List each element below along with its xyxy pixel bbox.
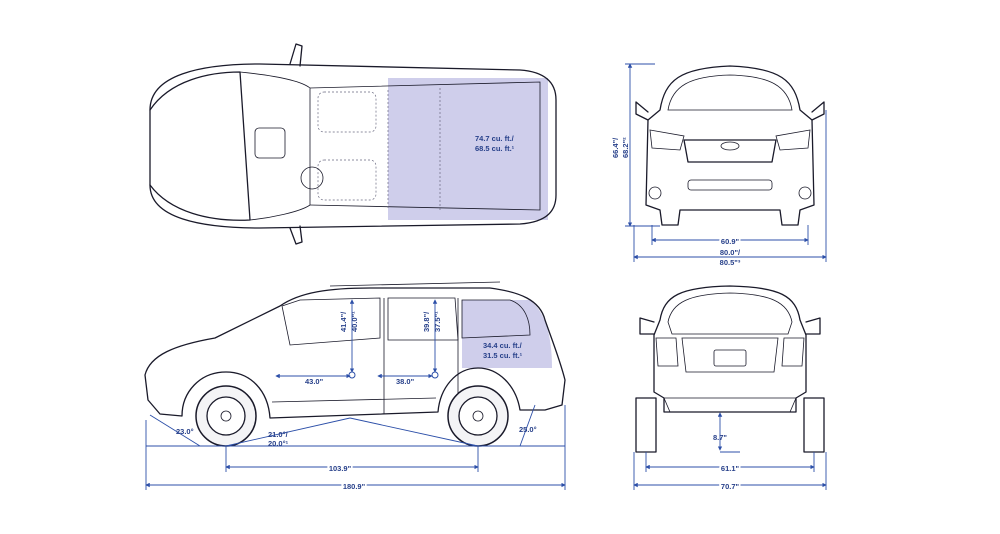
track-rear-label: 61.1" [721, 464, 740, 473]
rear-headroom-label-1: 39.8"/ [422, 311, 431, 332]
roof-rail [329, 281, 501, 287]
rear-width-label: 70.7" [721, 482, 740, 491]
rear-mirror-left [639, 317, 655, 335]
foglight-right [798, 186, 812, 200]
mirror-right [289, 225, 303, 245]
top-seats [254, 91, 377, 201]
front-logo [720, 141, 740, 151]
rear-view: 8.7" 61.1" 70.7" [633, 285, 827, 493]
departure-angle-label: 25.0° [519, 425, 537, 434]
side-view: 41.4"/ 40.0"¹ 39.8"/ 37.5"¹ 34.4 cu. ft.… [144, 281, 566, 493]
front-lower-intake [687, 179, 773, 191]
length-label: 180.9" [343, 482, 366, 491]
rear-body-outline [653, 285, 807, 413]
rear-tire-left [635, 397, 657, 453]
rear-mirror-right [805, 317, 821, 335]
top-roof [309, 81, 541, 211]
top-hood [149, 71, 251, 221]
top-cargo-label-2: 68.5 cu. ft.¹ [475, 144, 515, 153]
taillight-left [655, 337, 679, 367]
width-label-2: 80.5"³ [720, 258, 741, 267]
top-cargo-label-1: 74.7 cu. ft./ [475, 134, 515, 143]
front-mirror-right [811, 101, 825, 121]
rear-legroom-label: 38.0" [396, 377, 415, 386]
top-view: 74.7 cu. ft./ 68.5 cu. ft.¹ [149, 43, 557, 245]
front-headroom-label-1: 41.4"/ [339, 311, 348, 332]
breakover-angle-label-1: 21.0°/ [268, 430, 289, 439]
foglight-left [648, 186, 662, 200]
taillight-right [781, 337, 805, 367]
rear-headroom-label-2: 37.5"¹ [433, 311, 442, 332]
breakover-angle-label-2: 20.0°¹ [268, 439, 289, 448]
wheelbase-label: 103.9" [329, 464, 352, 473]
rear-wheel [447, 385, 509, 447]
rear-tire-right [803, 397, 825, 453]
side-body-outline [144, 287, 566, 419]
front-body-outline [645, 65, 815, 226]
height-label-2: 68.2"² [621, 137, 630, 158]
track-front-label: 60.9" [721, 237, 740, 246]
rear-window [667, 292, 793, 335]
front-mirror-left [635, 101, 649, 121]
ground-clearance-label: 8.7" [713, 433, 727, 442]
top-windshield [239, 71, 311, 221]
headlight-right [775, 129, 811, 151]
front-view: 66.4"/ 68.2"² 60.9" 80.0"/ 80.5"³ [611, 63, 827, 267]
headlight-left [649, 129, 685, 151]
side-sill [271, 397, 437, 403]
width-label-1: 80.0"/ [720, 248, 741, 257]
side-cargo-area [462, 300, 552, 368]
side-cargo-label-1: 34.4 cu. ft./ [483, 341, 523, 350]
side-cargo-label-2: 31.5 cu. ft.¹ [483, 351, 523, 360]
license-plate [713, 349, 747, 367]
front-headroom-label-2: 40.0"¹ [350, 311, 359, 332]
height-label-1: 66.4"/ [611, 137, 620, 158]
rear-bumper [663, 397, 797, 413]
rear-liftgate [681, 337, 779, 373]
front-windshield [667, 74, 793, 111]
top-cargo-area [388, 78, 548, 220]
approach-angle-label: 23.0° [176, 427, 194, 436]
top-body-outline [149, 63, 557, 229]
mirror-left [289, 43, 303, 67]
front-legroom-label: 43.0" [305, 377, 324, 386]
front-grille [683, 139, 777, 163]
front-wheel [195, 385, 257, 447]
